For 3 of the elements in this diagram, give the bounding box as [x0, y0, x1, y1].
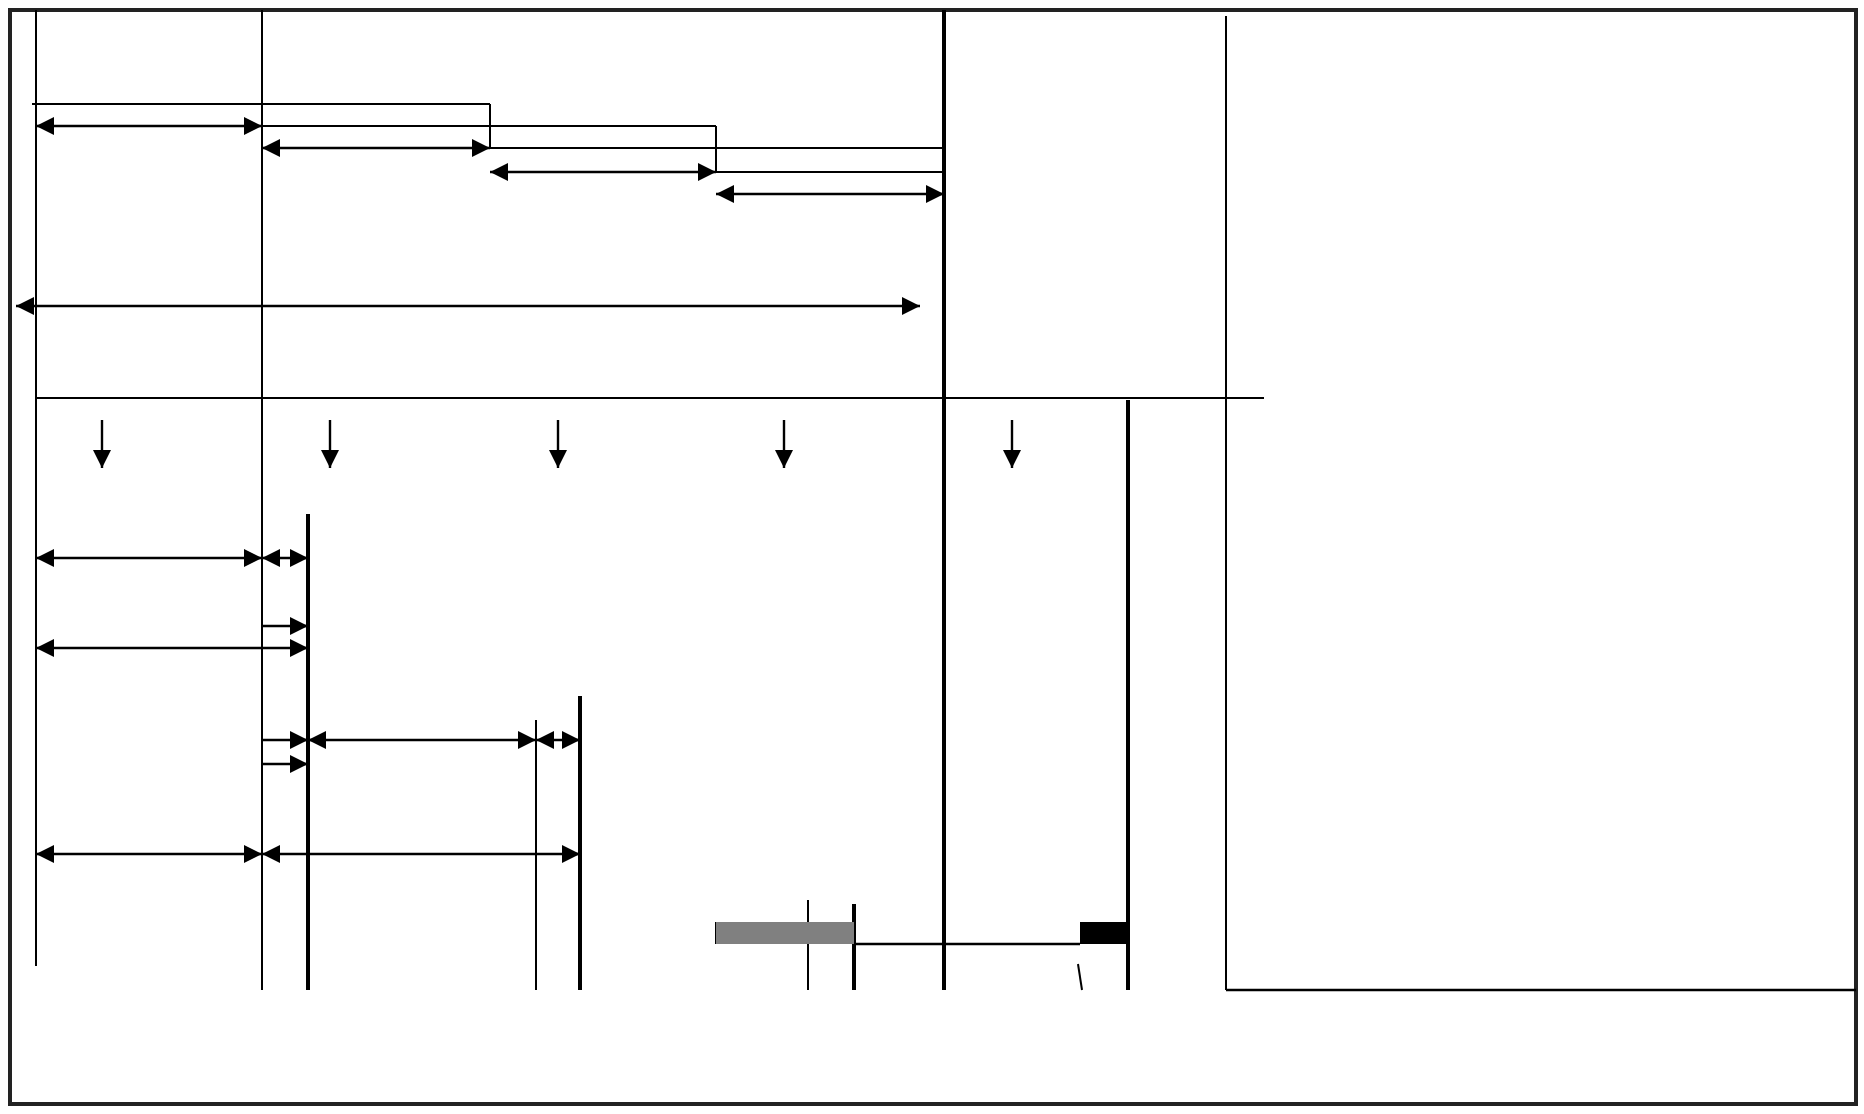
timeline-bar	[716, 922, 854, 944]
connector-line	[854, 942, 1080, 946]
timeline-bar	[1080, 922, 1128, 944]
